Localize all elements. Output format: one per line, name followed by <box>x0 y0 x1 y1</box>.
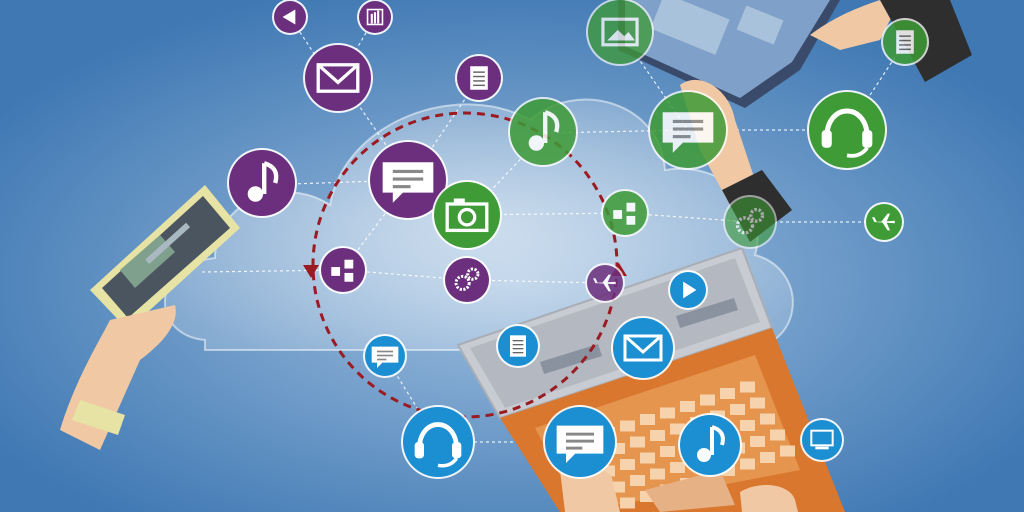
laptop-key <box>640 491 655 502</box>
node-document-blue <box>496 324 540 368</box>
network-icon <box>331 259 354 282</box>
laptop-key <box>660 407 675 419</box>
node-bar-chart <box>357 0 393 35</box>
node-fill <box>802 420 842 460</box>
laptop-key <box>640 452 655 464</box>
node-chat-green <box>648 90 728 170</box>
node-plane-purple <box>585 263 625 303</box>
node-music-green <box>508 97 578 167</box>
laptop-key <box>640 414 655 425</box>
node-fill <box>321 248 365 292</box>
laptop-key <box>670 423 685 435</box>
laptop-key <box>630 475 645 486</box>
node-network-green <box>601 189 649 237</box>
music-note-icon <box>247 161 279 202</box>
chat-bubble-icon <box>371 346 399 368</box>
laptop-key <box>770 429 785 441</box>
node-fill <box>603 191 647 235</box>
node-mail-purple <box>303 43 373 113</box>
laptop-key <box>620 459 635 470</box>
node-gears-purple <box>443 256 491 304</box>
chat-bubble-icon <box>662 112 714 153</box>
node-image-green <box>586 0 654 66</box>
laptop-key <box>700 394 715 406</box>
laptop-key <box>650 468 665 480</box>
airplane-icon <box>872 213 895 231</box>
laptop-key <box>650 430 665 441</box>
chat-bubble-icon <box>382 162 434 203</box>
node-gears-green <box>723 195 777 249</box>
laptop-key <box>660 446 675 457</box>
top-tablet <box>618 0 840 108</box>
node-fill <box>434 182 500 248</box>
laptop-key <box>720 388 735 399</box>
laptop-key <box>740 381 755 393</box>
music-note-icon <box>697 425 725 462</box>
node-document-green <box>881 18 929 66</box>
phone-hand <box>60 305 176 450</box>
node-back-arrow <box>272 0 308 35</box>
document-icon <box>470 66 488 90</box>
chat-bubble-icon <box>556 425 604 463</box>
airplane-icon <box>593 274 616 292</box>
node-chat-purple <box>368 140 448 220</box>
gears-icon <box>454 267 480 292</box>
play-icon <box>683 281 697 299</box>
bar-chart-icon <box>366 8 384 26</box>
camera-icon <box>445 198 489 233</box>
node-play-blue <box>668 270 708 310</box>
laptop-key <box>620 420 635 432</box>
back-arrow-icon <box>282 9 296 25</box>
network-icon <box>613 202 636 225</box>
document-icon <box>896 30 914 54</box>
laptop-key <box>740 458 755 470</box>
laptop-key <box>740 420 755 431</box>
node-chat-blue-small <box>363 334 407 378</box>
laptop-key <box>750 436 765 447</box>
mail-icon <box>623 334 663 362</box>
mail-icon <box>316 63 360 93</box>
phone-device <box>90 185 240 330</box>
laptop-key <box>620 497 635 509</box>
laptop-key <box>760 452 775 463</box>
ring-arrow-left <box>303 265 319 278</box>
node-fill <box>305 45 371 111</box>
laptop-key <box>730 404 745 415</box>
monitor-icon <box>810 429 834 450</box>
node-chat-blue <box>543 405 617 479</box>
laptop-key <box>750 397 765 409</box>
node-music-purple <box>227 148 297 218</box>
node-headset-green <box>807 90 887 170</box>
laptop-key <box>760 413 775 425</box>
node-monitor-blue <box>800 418 844 462</box>
gears-icon <box>735 207 765 235</box>
node-document-purple <box>455 54 503 102</box>
node-mail-blue <box>611 316 675 380</box>
laptop-key <box>610 443 625 454</box>
laptop-key <box>610 481 625 493</box>
headset-icon <box>414 422 462 468</box>
laptop-key <box>680 401 695 412</box>
laptop-key <box>780 445 795 457</box>
node-music-blue <box>678 413 742 477</box>
laptop-key <box>600 465 615 477</box>
node-fill <box>613 318 673 378</box>
node-plane-green <box>864 202 904 242</box>
music-note-icon <box>528 110 560 151</box>
node-camera-green <box>432 180 502 250</box>
node-network-purple <box>319 246 367 294</box>
document-icon <box>510 335 526 357</box>
laptop-key <box>670 462 685 473</box>
icon-nodes <box>227 0 929 479</box>
laptop-key <box>630 436 645 448</box>
headset-icon <box>821 108 873 158</box>
node-headset-blue <box>401 405 475 479</box>
